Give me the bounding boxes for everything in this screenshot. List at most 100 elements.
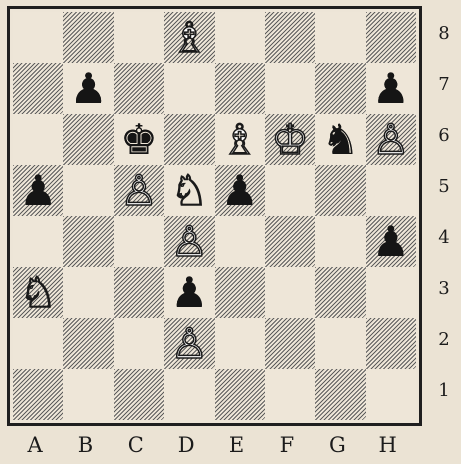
square-c6[interactable]: ♚: [114, 114, 164, 165]
white-knight-icon[interactable]: ♘: [170, 170, 208, 212]
white-pawn-icon[interactable]: ♙: [170, 323, 208, 365]
file-label-g: G: [312, 431, 362, 459]
square-g4[interactable]: [315, 216, 365, 267]
square-e2[interactable]: [215, 318, 265, 369]
square-c7[interactable]: [114, 63, 164, 114]
square-f2[interactable]: [265, 318, 315, 369]
square-b7[interactable]: ♟: [63, 63, 113, 114]
square-g1[interactable]: [315, 369, 365, 420]
square-d7[interactable]: [164, 63, 214, 114]
white-bishop-icon[interactable]: ♗: [221, 119, 259, 161]
white-pawn-icon[interactable]: ♙: [372, 119, 410, 161]
square-a5[interactable]: ♟: [13, 165, 63, 216]
square-h1[interactable]: [366, 369, 416, 420]
square-b2[interactable]: [63, 318, 113, 369]
square-b3[interactable]: [63, 267, 113, 318]
square-d5[interactable]: ♘: [164, 165, 214, 216]
white-bishop-icon[interactable]: ♗: [170, 17, 208, 59]
rank-label-7: 7: [432, 59, 456, 110]
black-pawn-icon[interactable]: ♟: [372, 68, 410, 110]
square-e6[interactable]: ♗: [215, 114, 265, 165]
black-pawn-icon[interactable]: ♟: [170, 272, 208, 314]
file-label-d: D: [161, 431, 211, 459]
file-label-e: E: [212, 431, 262, 459]
square-d4[interactable]: ♙: [164, 216, 214, 267]
white-king-icon[interactable]: ♔: [271, 119, 309, 161]
file-label-h: H: [363, 431, 413, 459]
square-f6[interactable]: ♔: [265, 114, 315, 165]
square-e7[interactable]: [215, 63, 265, 114]
square-f3[interactable]: [265, 267, 315, 318]
square-d3[interactable]: ♟: [164, 267, 214, 318]
black-king-icon[interactable]: ♚: [120, 119, 158, 161]
square-e5[interactable]: ♟: [215, 165, 265, 216]
square-g7[interactable]: [315, 63, 365, 114]
square-e3[interactable]: [215, 267, 265, 318]
square-h2[interactable]: [366, 318, 416, 369]
file-label-a: A: [10, 431, 60, 459]
rank-label-6: 6: [432, 110, 456, 161]
square-d1[interactable]: [164, 369, 214, 420]
square-c3[interactable]: [114, 267, 164, 318]
square-g5[interactable]: [315, 165, 365, 216]
black-pawn-icon[interactable]: ♟: [19, 170, 57, 212]
square-g3[interactable]: [315, 267, 365, 318]
square-c1[interactable]: [114, 369, 164, 420]
square-h8[interactable]: [366, 12, 416, 63]
square-h7[interactable]: ♟: [366, 63, 416, 114]
square-g6[interactable]: ♞: [315, 114, 365, 165]
black-pawn-icon[interactable]: ♟: [372, 221, 410, 263]
rank-label-8: 8: [432, 8, 456, 59]
file-label-b: B: [60, 431, 110, 459]
square-e1[interactable]: [215, 369, 265, 420]
rank-label-3: 3: [432, 263, 456, 314]
white-knight-icon[interactable]: ♘: [19, 272, 57, 314]
chessboard-frame: ♗ ♟ ♟ ♚ ♗ ♔ ♞ ♙ ♟ ♙ ♘ ♟ ♙ ♟ ♘ ♟ ♙: [7, 6, 422, 426]
square-h3[interactable]: [366, 267, 416, 318]
square-b6[interactable]: [63, 114, 113, 165]
square-d8[interactable]: ♗: [164, 12, 214, 63]
square-a2[interactable]: [13, 318, 63, 369]
square-a4[interactable]: [13, 216, 63, 267]
square-b4[interactable]: [63, 216, 113, 267]
square-f4[interactable]: [265, 216, 315, 267]
square-d6[interactable]: [164, 114, 214, 165]
chessboard: ♗ ♟ ♟ ♚ ♗ ♔ ♞ ♙ ♟ ♙ ♘ ♟ ♙ ♟ ♘ ♟ ♙: [13, 12, 416, 420]
rank-label-4: 4: [432, 212, 456, 263]
square-c5[interactable]: ♙: [114, 165, 164, 216]
square-g2[interactable]: [315, 318, 365, 369]
file-label-c: C: [111, 431, 161, 459]
black-knight-icon[interactable]: ♞: [322, 119, 360, 161]
square-a7[interactable]: [13, 63, 63, 114]
square-e8[interactable]: [215, 12, 265, 63]
square-a6[interactable]: [13, 114, 63, 165]
black-pawn-icon[interactable]: ♟: [221, 170, 259, 212]
square-f7[interactable]: [265, 63, 315, 114]
square-c8[interactable]: [114, 12, 164, 63]
square-a8[interactable]: [13, 12, 63, 63]
rank-label-2: 2: [432, 314, 456, 365]
file-label-f: F: [262, 431, 312, 459]
square-f5[interactable]: [265, 165, 315, 216]
black-pawn-icon[interactable]: ♟: [70, 68, 108, 110]
square-b5[interactable]: [63, 165, 113, 216]
square-h5[interactable]: [366, 165, 416, 216]
square-f8[interactable]: [265, 12, 315, 63]
white-pawn-icon[interactable]: ♙: [120, 170, 158, 212]
square-d2[interactable]: ♙: [164, 318, 214, 369]
square-c2[interactable]: [114, 318, 164, 369]
white-pawn-icon[interactable]: ♙: [170, 221, 208, 263]
square-c4[interactable]: [114, 216, 164, 267]
square-b8[interactable]: [63, 12, 113, 63]
rank-label-5: 5: [432, 161, 456, 212]
square-a3[interactable]: ♘: [13, 267, 63, 318]
square-f1[interactable]: [265, 369, 315, 420]
square-h4[interactable]: ♟: [366, 216, 416, 267]
square-e4[interactable]: [215, 216, 265, 267]
square-b1[interactable]: [63, 369, 113, 420]
square-a1[interactable]: [13, 369, 63, 420]
square-g8[interactable]: [315, 12, 365, 63]
square-h6[interactable]: ♙: [366, 114, 416, 165]
